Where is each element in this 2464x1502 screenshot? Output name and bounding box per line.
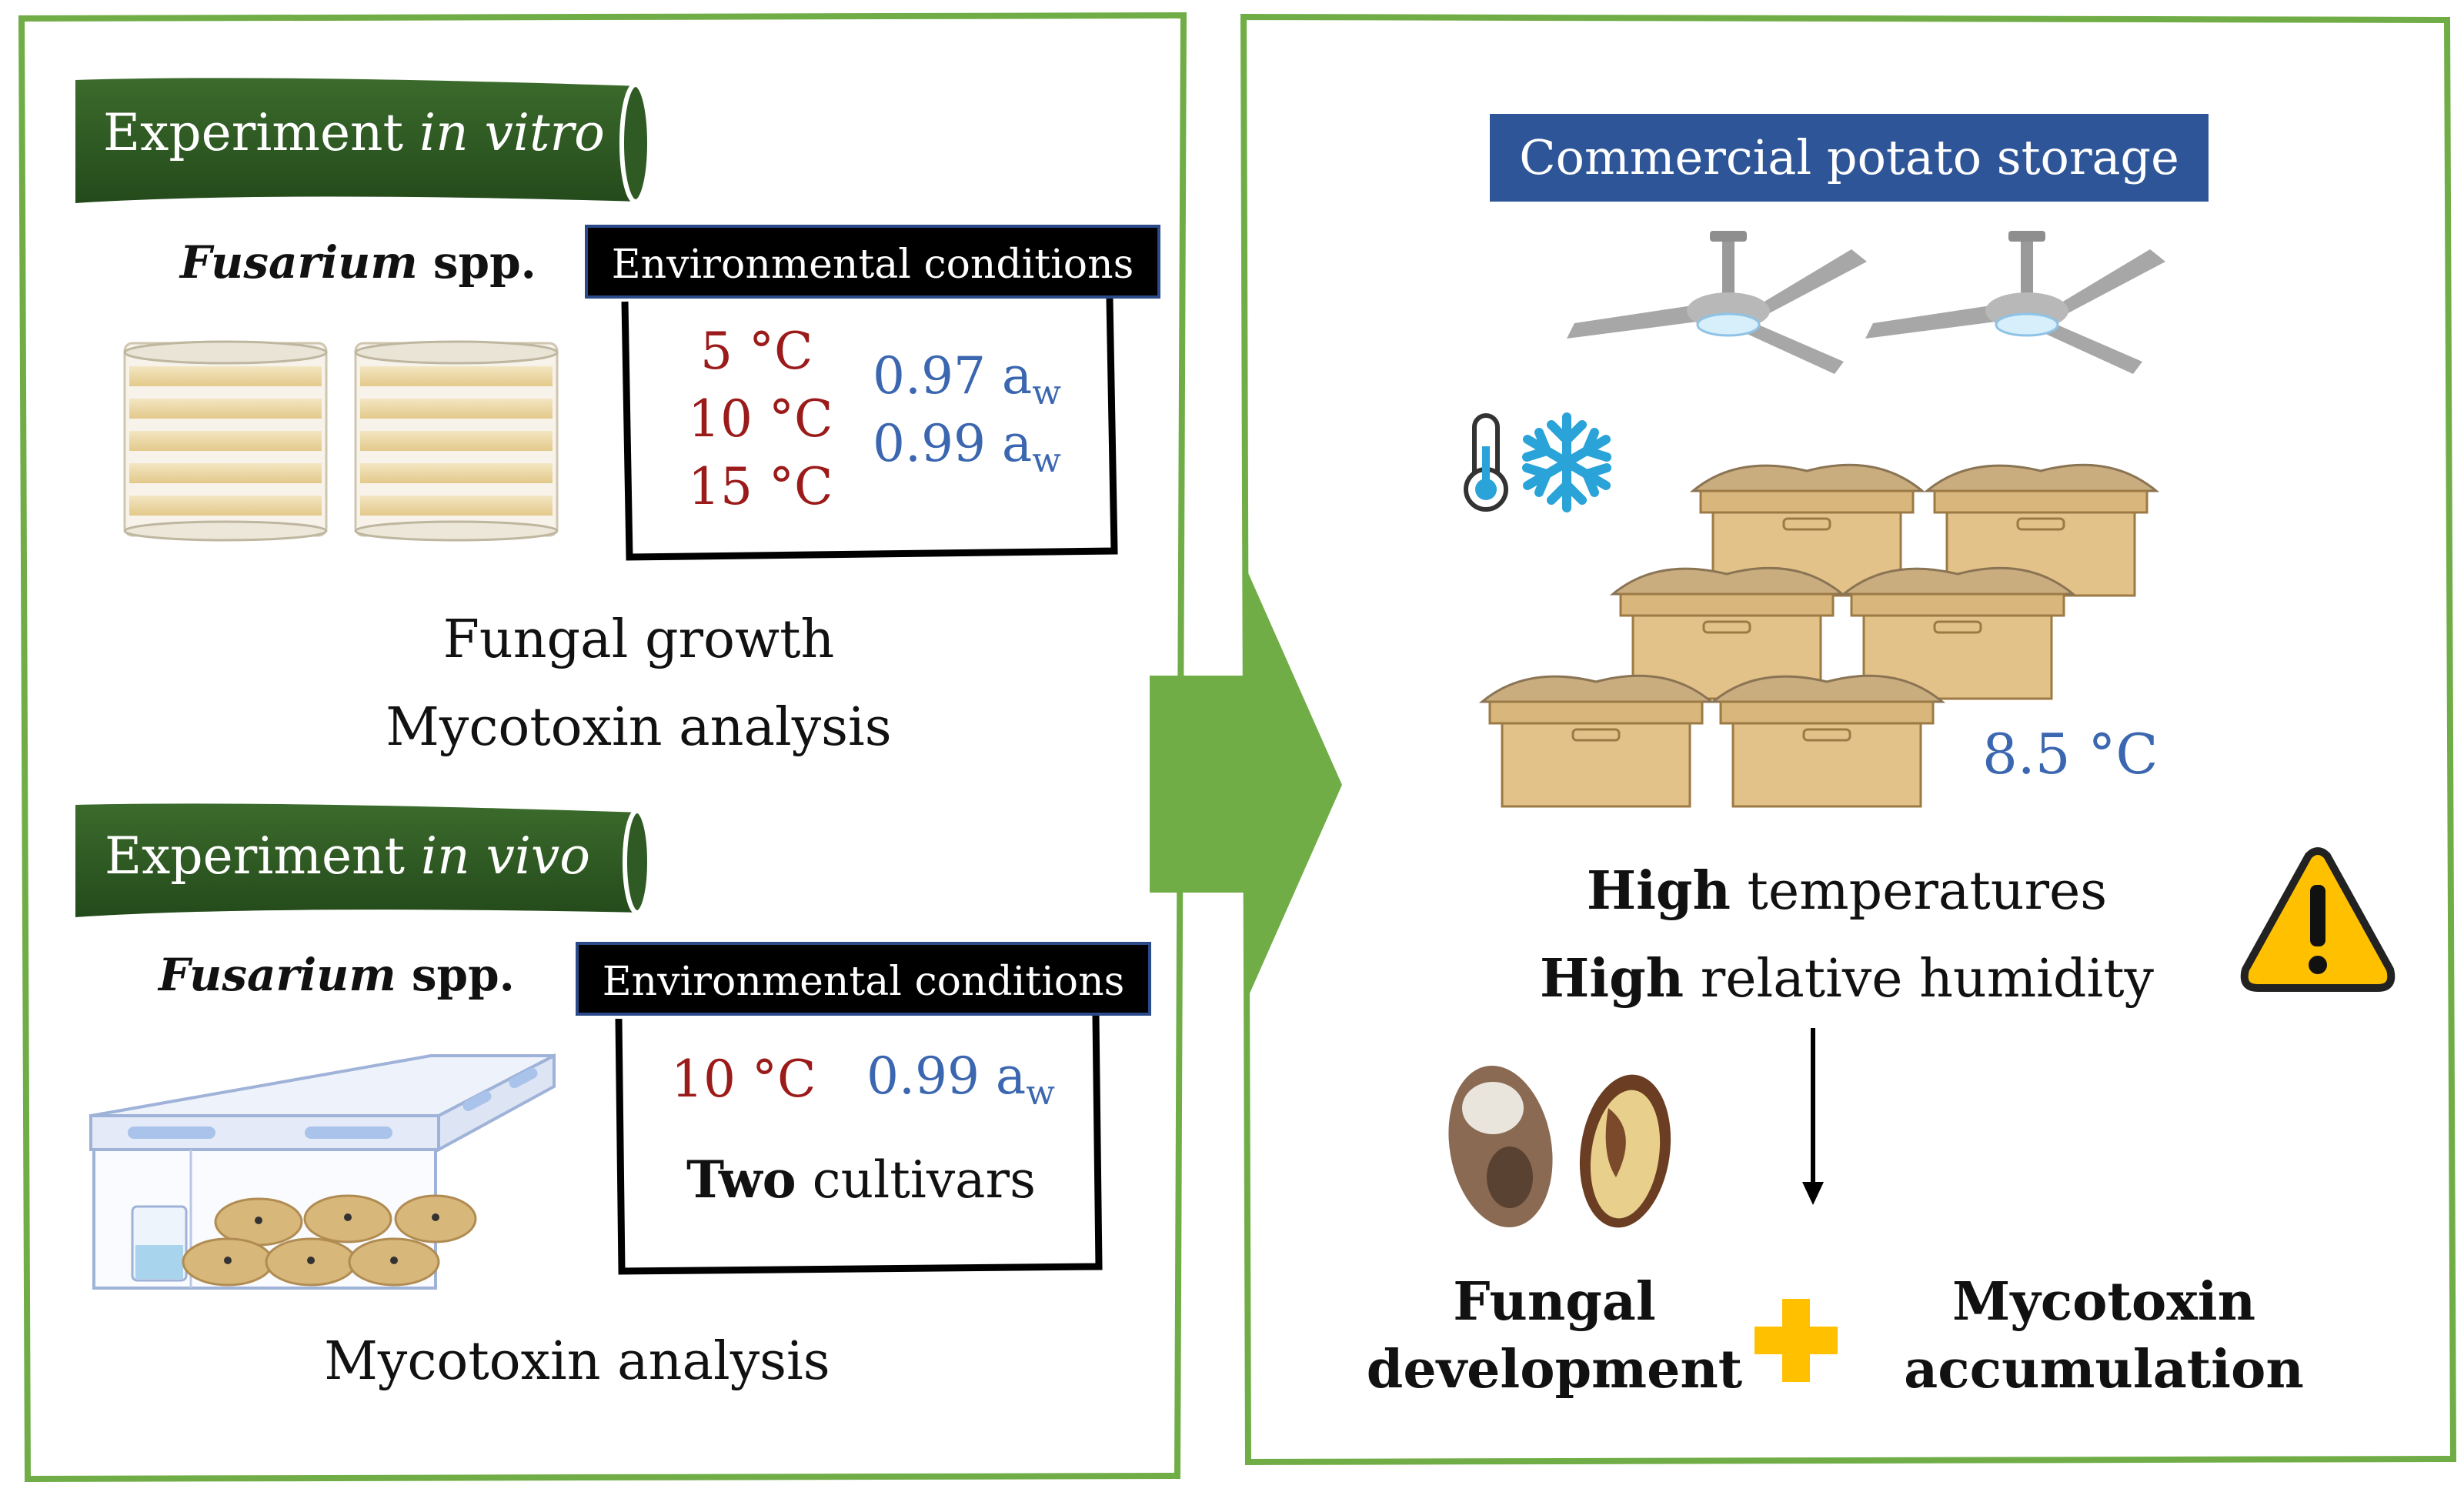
in-vitro-banner-title: Experiment in vitro xyxy=(103,103,605,162)
down-arrow xyxy=(1802,1028,1824,1205)
in-vivo-temp: 10 °C xyxy=(671,1050,816,1109)
left-panel-border xyxy=(18,12,1187,1483)
warning-triangle-icon xyxy=(2240,847,2396,992)
rotten-potato-icon xyxy=(1448,1065,1671,1228)
in-vitro-output-2: Mycotoxin analysis xyxy=(386,697,892,758)
plus-icon xyxy=(1755,1299,1838,1382)
in-vitro-aw-1: 0.97 aw xyxy=(873,346,1061,413)
in-vitro-aw-2: 0.99 aw xyxy=(873,414,1061,481)
in-vivo-banner xyxy=(75,803,652,917)
in-vitro-env-box xyxy=(621,298,1118,561)
in-vivo-aw: 0.99 aw xyxy=(866,1046,1055,1113)
in-vivo-banner-title: Experiment in vivo xyxy=(105,826,591,886)
in-vivo-organism: Fusarium spp. xyxy=(159,949,515,1001)
in-vitro-output-1: Fungal growth xyxy=(442,609,835,670)
in-vitro-banner xyxy=(75,78,652,204)
result-fungal-line-1: Fungal xyxy=(1453,1271,1656,1333)
condition-humidity: High relative humidity xyxy=(1540,948,2154,1010)
petri-dish-stack-icon xyxy=(123,340,559,542)
incubator-box-icon xyxy=(89,1053,556,1290)
potato-crate-icon xyxy=(1478,463,2160,808)
in-vivo-env-title: Environmental conditions xyxy=(576,942,1151,1016)
in-vivo-output: Mycotoxin analysis xyxy=(324,1331,830,1392)
storage-temperature: 8.5 °C xyxy=(1982,722,2159,786)
thermometer-icon xyxy=(1464,413,1508,512)
in-vivo-cultivars: Two cultivars xyxy=(686,1150,1036,1210)
in-vitro-temp-3: 15 °C xyxy=(688,457,833,516)
in-vitro-env-title: Environmental conditions xyxy=(585,225,1160,299)
in-vivo-env-box xyxy=(615,1015,1103,1275)
in-vitro-temp-1: 5 °C xyxy=(700,322,813,381)
storage-title: Commercial potato storage xyxy=(1490,114,2209,202)
result-mycotoxin-line-2: accumulation xyxy=(1904,1339,2304,1400)
in-vitro-organism: Fusarium spp. xyxy=(180,236,536,289)
condition-temperature: High temperatures xyxy=(1586,860,2108,922)
arrow-icon xyxy=(1150,569,1342,1000)
in-vitro-temp-2: 10 °C xyxy=(688,389,833,449)
result-mycotoxin-line-1: Mycotoxin xyxy=(1952,1271,2256,1333)
ceiling-fan-icon xyxy=(1567,231,2165,374)
snowflake-icon xyxy=(1522,412,1611,512)
result-fungal-line-2: development xyxy=(1366,1339,1743,1400)
